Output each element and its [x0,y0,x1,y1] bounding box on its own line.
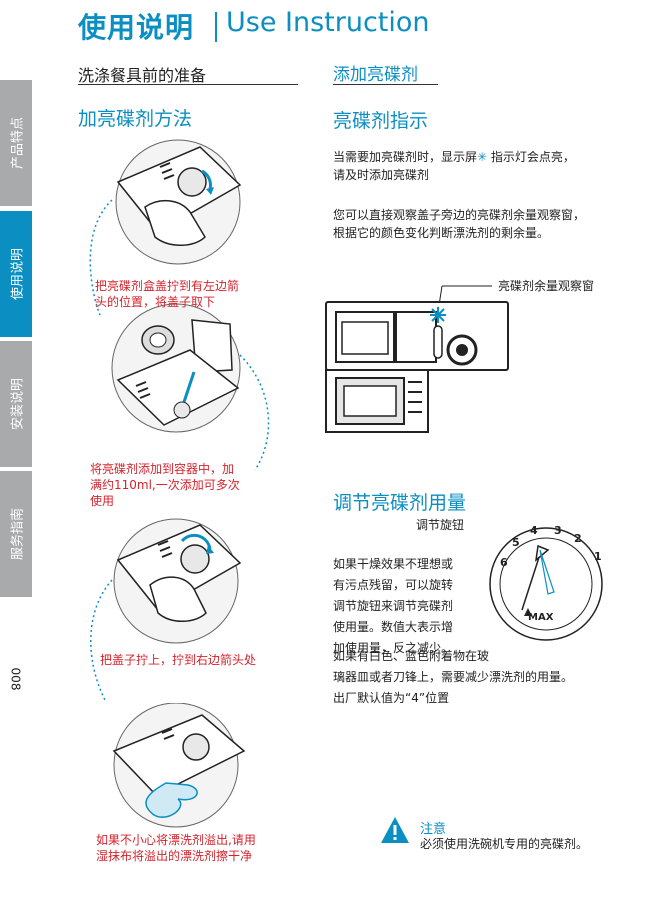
knob-number-5: 5 [512,536,520,549]
knob-label: 调节旋钮 [416,518,465,532]
page-number: 008 [8,667,23,691]
section-title-right: 添加亮碟剂 [333,65,418,85]
notice-text: 必须使用洗碗机专用的亮碟剂。 [420,837,589,851]
step1-illustration [115,139,242,265]
indicator-sparkle-icon [430,307,446,323]
indicator-heading: 亮碟剂指示 [333,110,429,132]
step3-illustration [113,518,242,644]
step4-caption: 如果不小心将漂洗剂溢出,请用 湿抹布将溢出的漂洗剂擦干净 [96,833,256,863]
knob-number-3: 3 [554,524,562,537]
section-underline-right [333,84,438,85]
window-label: 亮碟剂余量观察窗 [498,279,595,293]
knob-number-4: 4 [530,524,538,537]
step4-illustration [112,703,246,828]
adjust-text-2: 如果有白色、蓝色附着物在玻 璃器皿或者刀锋上，需要减少漂洗剂的用量。 出厂默认值… [333,649,574,705]
section-underline-left [78,84,298,85]
step2-illustration [111,303,241,433]
indicator-text: 当需要加亮碟剂时，显示屏✳ 指示灯会点亮， 请及时添加亮碟剂 [333,150,575,182]
side-tab-usage[interactable]: 使用说明 [0,211,32,337]
dispenser-diagram [325,285,509,433]
side-tab-installation[interactable]: 安装说明 [0,341,32,467]
page-title-en: Use Instruction [226,7,430,38]
warning-icon [381,817,409,843]
knob-number-2: 2 [574,532,582,545]
knob-number-6: 6 [500,556,508,569]
dotted-connectors [89,199,270,700]
knob-max-label: MAX [528,612,554,623]
section-title-left: 洗涤餐具前的准备 [78,66,207,85]
notice-title: 注意 [420,822,447,837]
sparkle-icon: ✳ [477,150,488,164]
step2-caption: 将亮碟剂添加到容器中，加 满约110ml,一次添加可多次 使用 [90,462,240,508]
step1-caption: 把亮碟剂盒盖拧到有左边箭 头的位置，将盖子取下 [95,279,240,309]
knob-number-1: 1 [594,550,602,563]
method-heading: 加亮碟剂方法 [78,108,193,130]
side-tab-features[interactable]: 产品特点 [0,80,32,206]
adjust-knob-diagram[interactable]: 1 2 3 4 5 6 MAX [486,520,616,650]
adjust-heading: 调节亮碟剂用量 [333,492,467,514]
side-tab-service[interactable]: 服务指南 [0,471,32,597]
window-text: 您可以直接观察盖子旁边的亮碟剂余量观察窗， 根据它的颜色变化判断漂洗剂的剩余量。 [333,208,586,240]
adjust-text: 如果干燥效果不理想或 有污点残留，可以旋转 调节旋钮来调节亮碟剂 使用量。数值大… [333,557,454,655]
title-divider [215,12,217,42]
step3-caption: 把盖子拧上，拧到右边箭头处 [100,653,257,667]
page-title-cn: 使用说明 [78,11,195,44]
